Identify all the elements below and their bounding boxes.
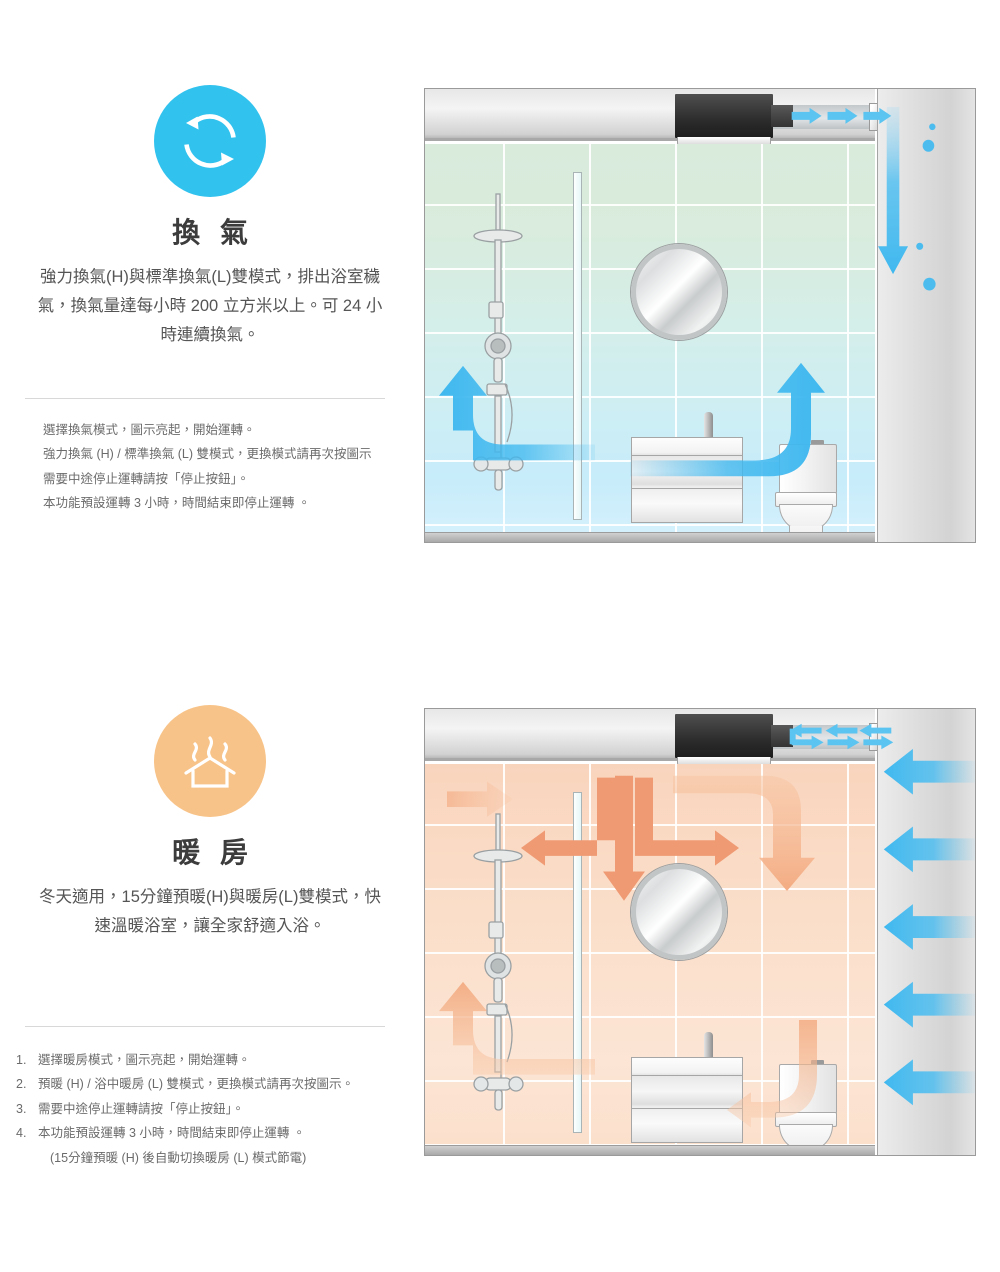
shower-fixture: [469, 184, 531, 504]
shower-fixture: [469, 804, 531, 1124]
list-item: 1.選擇暖房模式，圖示亮起，開始運轉。: [16, 1053, 251, 1067]
ceiling-fan-unit: [675, 94, 773, 138]
bathroom-ventilation-diagram: [424, 88, 976, 543]
ventilation-step-list: 選擇換氣模式，圖示亮起，開始運轉。 強力換氣 (H) / 標準換氣 (L) 雙模…: [43, 418, 403, 516]
bathroom-heating-diagram: [424, 708, 976, 1156]
ventilation-text-column: 換 氣 強力換氣(H)與標準換氣(L)雙模式，排出浴室穢氣，換氣量達每小時 20…: [0, 80, 420, 560]
list-item: 3.需要中途停止運轉請按「停止按鈕」。: [16, 1101, 245, 1116]
round-mirror: [631, 244, 727, 340]
page-title-heating: 暖 房: [172, 837, 254, 868]
water-droplet: [922, 139, 935, 152]
vanity-cabinet: [631, 1057, 743, 1143]
heating-description: 冬天適用，15分鐘預暖(H)與暖房(L)雙模式，快速溫暖浴室，讓全家舒適入浴。: [39, 888, 381, 935]
toilet: [773, 1060, 841, 1155]
house-heat-waves-icon: [154, 705, 266, 817]
ceiling-fan-unit: [675, 714, 773, 758]
toilet: [773, 440, 841, 542]
feature-section-ventilation: 換 氣 強力換氣(H)與標準換氣(L)雙模式，排出浴室穢氣，換氣量達每小時 20…: [0, 80, 1000, 560]
toilet-tank: [779, 1064, 837, 1114]
recycle-arrows-icon: [154, 85, 266, 197]
heating-text-column: 暖 房 冬天適用，15分鐘預暖(H)與暖房(L)雙模式，快速溫暖浴室，讓全家舒適…: [0, 700, 420, 1200]
glass-partition: [573, 172, 582, 520]
vanity-cabinet: [631, 437, 743, 523]
list-item: 需要中途停止運轉請按「停止按鈕」。: [43, 471, 250, 486]
heating-step-list: 1.選擇暖房模式，圖示亮起，開始運轉。 2.預暖 (H) / 浴中暖房 (L) …: [16, 1048, 406, 1170]
water-droplet: [929, 123, 936, 131]
list-item: 強力換氣 (H) / 標準換氣 (L) 雙模式，更換模式請再次按圖示: [43, 447, 372, 462]
exterior-wall: [877, 709, 975, 1155]
list-item: 4.本功能預設運轉 3 小時，時間結束即停止運轉 。 (15分鐘預暖 (H) 後…: [16, 1121, 406, 1170]
faucet: [704, 1032, 713, 1058]
exterior-intake-arrows: [883, 748, 975, 1106]
ceiling-band: [425, 709, 875, 766]
faucet: [704, 412, 713, 438]
round-mirror: [631, 864, 727, 960]
toilet-lever: [811, 1060, 824, 1065]
exterior-wall: [877, 89, 975, 542]
ceiling-band: [425, 89, 875, 146]
fan-nozzle: [771, 105, 793, 127]
water-droplet: [916, 242, 924, 250]
floor-line: [425, 1145, 875, 1155]
page-title-ventilation: 換 氣: [172, 217, 254, 248]
divider-heating: [25, 1026, 385, 1027]
bathroom-wall-orange: [425, 764, 875, 1155]
exterior-downflow-and-droplets: [878, 106, 936, 291]
ventilation-description: 強力換氣(H)與標準換氣(L)雙模式，排出浴室穢氣，換氣量達每小時 200 立方…: [37, 268, 383, 344]
divider-ventilation: [25, 398, 385, 399]
floor-line: [425, 532, 875, 542]
bathroom-wall-green: [425, 144, 875, 542]
toilet-tank: [779, 444, 837, 494]
list-item: 選擇換氣模式，圖示亮起，開始運轉。: [43, 423, 256, 437]
feature-section-heating: 暖 房 冬天適用，15分鐘預暖(H)與暖房(L)雙模式，快速溫暖浴室，讓全家舒適…: [0, 700, 1000, 1200]
heating-sub-note: (15分鐘預暖 (H) 後自動切換暖房 (L) 模式節電): [50, 1150, 307, 1165]
list-item: 本功能預設運轉 3 小時，時間結束即停止運轉 。: [43, 496, 311, 511]
water-droplet: [923, 277, 936, 291]
glass-partition: [573, 792, 582, 1133]
fan-nozzle: [771, 725, 793, 747]
list-item: 2.預暖 (H) / 浴中暖房 (L) 雙模式，更換模式請再次按圖示。: [16, 1077, 354, 1092]
